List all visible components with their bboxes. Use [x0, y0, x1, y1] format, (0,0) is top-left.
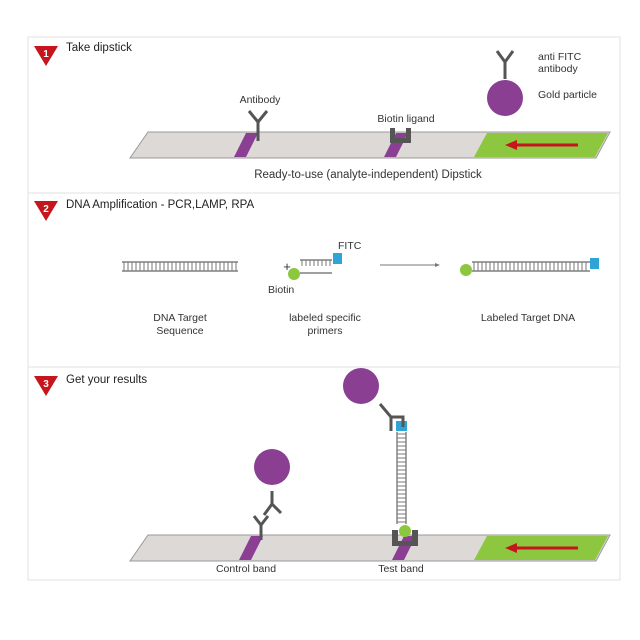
gold-particle-icon [254, 449, 290, 485]
step1-badge: 1 [34, 46, 58, 66]
step3-badge-triangle [34, 376, 58, 396]
control-antibody-icon [252, 515, 270, 540]
panel-step1 [27, 36, 621, 194]
gold-particle-icon [487, 80, 523, 116]
labeled-target-dna-icon [460, 258, 599, 276]
dna-target-label-line1: DNA Target [153, 312, 207, 324]
step1-badge-triangle [34, 46, 58, 66]
anti-fitc-antibody-icon [262, 491, 283, 516]
antibody-label: Antibody [240, 94, 282, 106]
step2-badge-triangle [34, 201, 58, 221]
dipstick-caption: Ready-to-use (analyte-independent) Dipst… [254, 169, 482, 181]
control-band-label: Control band [216, 563, 276, 575]
antibody-icon [247, 110, 269, 141]
labeled-primers-icon [288, 253, 342, 280]
dipstick-step3 [129, 534, 611, 562]
anti-fitc-antibody-icon [495, 50, 515, 79]
primers-label-line2: primers [307, 325, 342, 337]
dna-target-sequence-icon [122, 261, 238, 272]
labeled-dna-label: Labeled Target DNA [481, 312, 575, 324]
primers-label-line1: labeled specific [289, 312, 361, 324]
legend-gold-label: Gold particle [538, 89, 597, 101]
panel-step2 [27, 192, 621, 368]
flow-arrow-head [505, 543, 517, 553]
step1-title: Take dipstick [66, 42, 132, 54]
biotin-tag-icon [460, 264, 472, 276]
step3-title: Get your results [66, 374, 147, 386]
dna-target-label-line2: Sequence [156, 325, 203, 337]
gold-particle-icon [343, 368, 379, 404]
biotin-tag-icon [399, 525, 411, 537]
fitc-tag-icon [590, 258, 599, 269]
flow-arrow-head [505, 140, 517, 150]
reaction-arrow-head [435, 263, 440, 267]
legend-antibody-line1: anti FITC [538, 51, 582, 63]
control-band [239, 536, 263, 560]
plus-sign: + [283, 259, 291, 274]
step3-badge: 3 [34, 376, 58, 396]
biotin-ligand-icon [390, 128, 411, 143]
biotin-ligand-label: Biotin ligand [377, 113, 434, 125]
dipstick-step1 [129, 131, 611, 159]
step3-number: 3 [43, 379, 49, 390]
step2-number: 2 [43, 204, 49, 215]
step2-badge: 2 [34, 201, 58, 221]
biotin-label: Biotin [268, 284, 294, 296]
fitc-label: FITC [338, 240, 362, 252]
fitc-tag-icon [333, 253, 342, 264]
anti-fitc-antibody-icon [378, 403, 405, 431]
control-line-step1 [234, 133, 258, 157]
test-band-label: Test band [378, 563, 424, 575]
biotin-ligand-icon [392, 530, 418, 546]
step1-number: 1 [43, 49, 49, 60]
step2-title: DNA Amplification - PCR,LAMP, RPA [66, 199, 254, 211]
biotin-tag-icon [288, 268, 300, 280]
legend-antibody-line2: antibody [538, 63, 578, 75]
